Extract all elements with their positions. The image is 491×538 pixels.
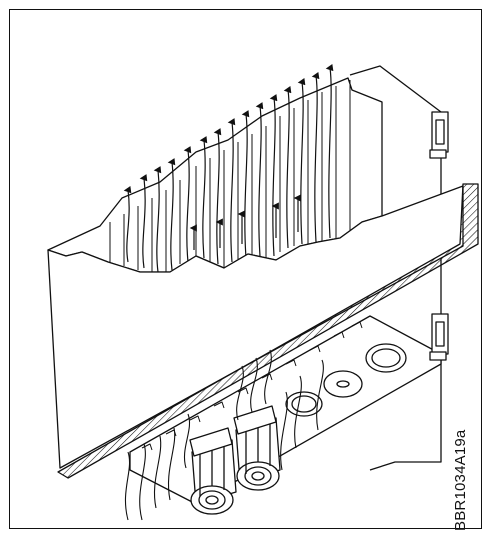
- vent-slots: [141, 321, 363, 451]
- heatsink-fins: [109, 80, 351, 272]
- figure-reference-code: BBR1034A19a: [452, 429, 469, 531]
- mounting-clip-top: [429, 111, 449, 159]
- cable-gland-left: [189, 427, 237, 515]
- knockout-hole-3-inner: [291, 395, 317, 413]
- knockout-hole-2: [323, 370, 363, 398]
- panel-cross-section: [57, 183, 479, 479]
- cable-gland-right: [233, 405, 281, 491]
- knockout-hole-2-inner: [336, 380, 350, 388]
- knockout-hole-1-inner: [371, 348, 401, 368]
- figure-border: [9, 9, 482, 529]
- airflow-lines-inlet: [124, 349, 324, 521]
- airflow-arrows-up: [123, 64, 334, 273]
- mounting-clip-bottom: [429, 313, 449, 361]
